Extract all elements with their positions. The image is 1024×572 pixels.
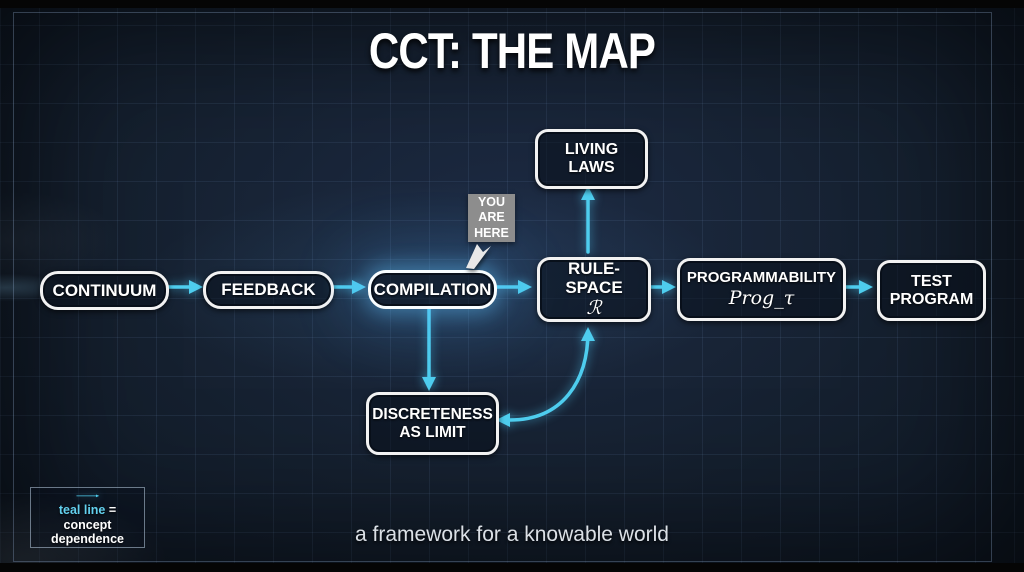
legend-teal-label: teal line xyxy=(58,502,106,517)
edge-programmability-test-program xyxy=(843,280,873,294)
node-label-line1: LIVING xyxy=(564,141,619,159)
node-discreteness-as-limit: DISCRETENESS AS LIMIT xyxy=(366,392,499,455)
arrowhead-down-icon xyxy=(422,377,436,391)
bottom-letterbox-bar xyxy=(0,563,1024,572)
edge-continuum-feedback xyxy=(166,280,203,294)
arrowhead-right-icon xyxy=(352,280,366,294)
node-label-line1: TEST xyxy=(911,272,952,290)
node-label-line2: LAWS xyxy=(568,159,615,176)
node-label-line2: AS LIMIT xyxy=(399,423,466,441)
page-title: CCT: THE MAP xyxy=(368,23,656,79)
node-label: PROGRAMMABILITY xyxy=(686,268,837,286)
node-programmability: PROGRAMMABILITY Prog_τ xyxy=(677,258,846,321)
edge-compilation-discreteness xyxy=(422,305,436,391)
arrowhead-right-icon xyxy=(859,280,873,294)
you-are-here-label: YOU ARE HERE xyxy=(474,194,509,240)
arrowhead-up-icon xyxy=(581,327,595,341)
node-symbol: ℛ xyxy=(586,297,602,320)
edge-discreteness-rule-space-curved xyxy=(496,327,595,427)
node-feedback: FEEDBACK xyxy=(203,271,334,309)
top-letterbox-bar xyxy=(0,0,1024,8)
node-symbol: Prog_τ xyxy=(728,286,795,309)
arrowhead-right-icon xyxy=(189,280,203,294)
edge-feedback-compilation xyxy=(330,280,366,294)
you-are-here-badge: YOU ARE HERE xyxy=(468,194,515,242)
legend-arrow-icon xyxy=(75,494,99,498)
node-label-line2: PROGRAM xyxy=(889,290,974,308)
node-label: CONTINUUM xyxy=(52,280,157,300)
node-label: RULE-SPACE xyxy=(565,259,623,298)
legend-text: teal line = concept dependence xyxy=(34,503,142,547)
legend-rest-label: = concept dependence xyxy=(51,502,124,547)
arrowhead-right-icon xyxy=(662,280,676,294)
node-compilation: COMPILATION xyxy=(368,270,497,309)
edge-rule-space-living-laws xyxy=(581,186,595,254)
edge-rule-space-programmability xyxy=(648,280,676,294)
node-label: COMPILATION xyxy=(373,279,492,299)
node-label-line1: DISCRETENESS xyxy=(372,406,493,424)
node-test-program: TEST PROGRAM xyxy=(877,260,986,321)
node-rule-space: RULE-SPACE ℛ xyxy=(537,257,651,322)
arrowhead-right-icon xyxy=(518,280,532,294)
node-label: FEEDBACK xyxy=(221,280,316,300)
edge-compilation-rule-space xyxy=(494,280,532,294)
legend-box: teal line = concept dependence xyxy=(30,487,145,548)
node-living-laws: LIVING LAWS xyxy=(535,129,648,189)
slide-caption: a framework for a knowable world xyxy=(355,523,669,546)
node-continuum: CONTINUUM xyxy=(40,271,169,310)
